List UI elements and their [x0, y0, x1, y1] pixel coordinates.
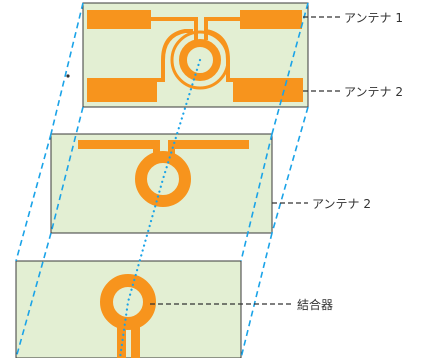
- middle-strip-left: [78, 140, 155, 149]
- top-outer-circle: [170, 30, 230, 90]
- middle-board-layer: [50, 133, 273, 234]
- middle-stem-left: [153, 140, 160, 160]
- perspective-lines: [15, 2, 309, 358]
- label-antenna1-top: アンテナ 1: [344, 11, 403, 25]
- coupler-ring: [100, 274, 156, 330]
- middle-stem-right: [168, 140, 175, 160]
- top-bar-upper-left: [87, 10, 151, 29]
- top-bar-lower-right: [233, 78, 303, 102]
- coupler-feed-right: [131, 319, 140, 358]
- coupler-feed-left: [117, 319, 126, 358]
- persp-left-upper: [50, 2, 84, 135]
- persp-right-upper: [271, 2, 309, 135]
- persp-right-mid: [240, 133, 273, 262]
- bottom-board-layer: [15, 260, 242, 358]
- top-bar-lower-left: [87, 78, 157, 102]
- persp-left-mid: [15, 133, 52, 262]
- persp-right-lower: [271, 106, 309, 234]
- persp-left-lower: [50, 106, 84, 234]
- label-antenna2-top: アンテナ 2: [344, 85, 403, 99]
- top-bar-upper-right: [240, 10, 302, 29]
- middle-board: [50, 133, 273, 234]
- label-antenna2-middle: アンテナ 2: [312, 197, 371, 211]
- top-trace-loop-left: [157, 29, 193, 82]
- top-inner-ring: [179, 39, 221, 81]
- middle-ring: [135, 151, 191, 207]
- label-coupler: 結合器: [297, 297, 333, 312]
- persp-right-bottom: [240, 232, 273, 358]
- center-axis: [118, 58, 202, 358]
- leader-lines: [150, 16, 340, 305]
- top-board-layer: [82, 2, 309, 108]
- middle-strip-right: [174, 140, 249, 149]
- marker-dot: [66, 74, 70, 78]
- persp-left-bottom: [15, 232, 52, 358]
